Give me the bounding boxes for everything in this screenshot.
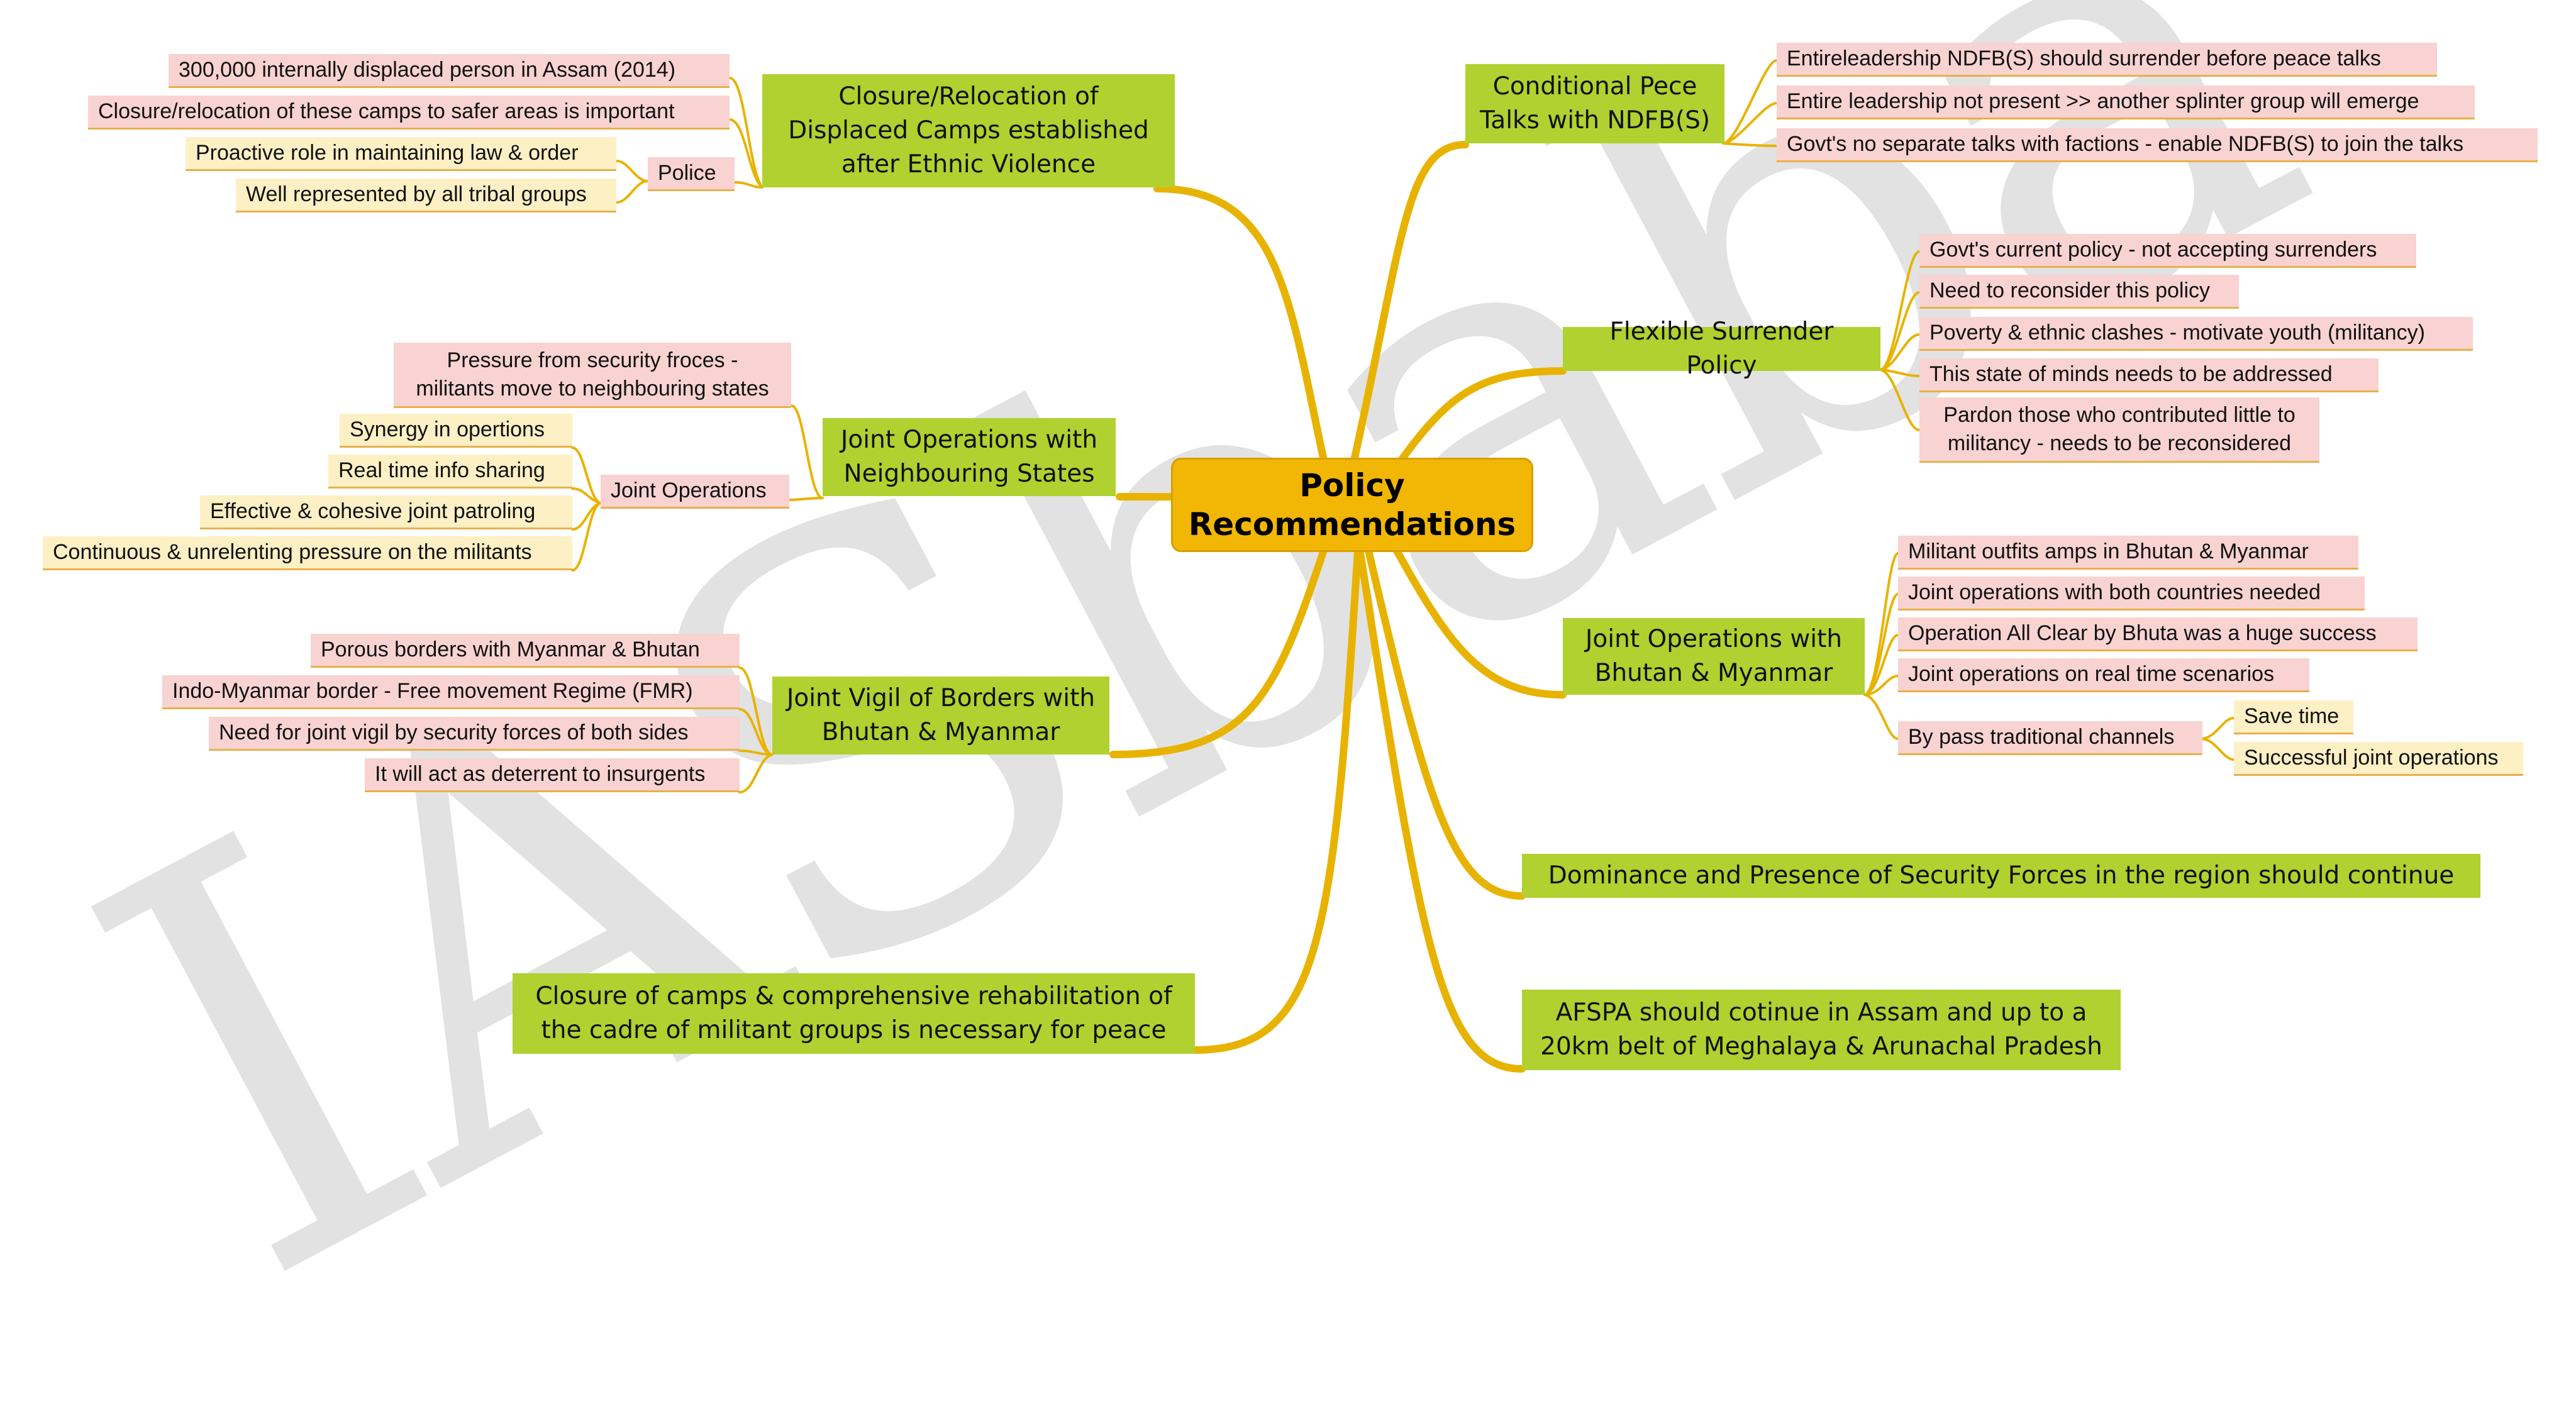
link-joint-2 xyxy=(571,487,602,504)
branch-joint-ops-bhutan xyxy=(1374,512,1567,699)
leaf-current-policy[interactable]: Govt's current policy - not accepting su… xyxy=(1919,234,2416,268)
leaf-both-countries[interactable]: Joint operations with both countries nee… xyxy=(1898,577,2365,611)
branch-dominance xyxy=(1361,531,1526,900)
link-police xyxy=(733,181,763,189)
link-vigil-2 xyxy=(738,708,774,756)
leaf-pardon[interactable]: Pardon those who contributed little to m… xyxy=(1919,397,2319,463)
link-bhutan-4 xyxy=(1863,675,1899,696)
link-peace-2 xyxy=(1722,102,1778,145)
leaf-militant-camps[interactable]: Militant outfits amps in Bhutan & Myanma… xyxy=(1898,536,2358,570)
leaf-joint-patroling[interactable]: Effective & cohesive joint patroling xyxy=(200,495,572,529)
link-bypass-2 xyxy=(2201,738,2235,761)
link-joint-1 xyxy=(571,446,602,504)
leaf-no-separate-talks[interactable]: Govt's no separate talks with factions -… xyxy=(1777,128,2538,162)
link-neigh-1 xyxy=(790,404,824,499)
leaf-joint-operations[interactable]: Joint Operations xyxy=(601,475,789,509)
link-surr-2 xyxy=(1879,291,1921,371)
link-closure-2 xyxy=(728,118,763,189)
link-peace-3 xyxy=(1722,142,1778,147)
link-vigil-3 xyxy=(738,749,774,756)
leaf-camp-relocation[interactable]: Closure/relocation of these camps to saf… xyxy=(88,96,730,130)
link-surr-3 xyxy=(1879,333,1921,371)
leaf-porous-borders[interactable]: Porous borders with Myanmar & Bhutan xyxy=(311,634,740,668)
link-closure-1 xyxy=(728,77,763,189)
leaf-police[interactable]: Police xyxy=(648,157,735,191)
topic-joint-ops-bhutan[interactable]: Joint Operations with Bhutan & Myanmar xyxy=(1563,618,1865,695)
link-peace-1 xyxy=(1722,59,1778,145)
leaf-reconsider-policy[interactable]: Need to reconsider this policy xyxy=(1919,275,2239,309)
leaf-save-time[interactable]: Save time xyxy=(2234,700,2353,734)
link-police-1 xyxy=(615,160,649,182)
link-bhutan-3 xyxy=(1863,634,1899,696)
link-bhutan-2 xyxy=(1863,593,1899,696)
topic-closure-relocation[interactable]: Closure/Relocation of Displaced Camps es… xyxy=(762,74,1175,187)
link-bhutan-1 xyxy=(1863,552,1899,696)
leaf-police-proactive[interactable]: Proactive role in maintaining law & orde… xyxy=(186,137,616,171)
leaf-militants-move[interactable]: Pressure from security froces - militant… xyxy=(394,343,791,408)
topic-flexible-surrender[interactable]: Flexible Surrender Policy xyxy=(1563,318,1880,380)
leaf-idp-assam[interactable]: 300,000 internally displaced person in A… xyxy=(169,54,730,88)
topic-conditional-peace[interactable]: Conditional Pece Talks with NDFB(S) xyxy=(1465,64,1724,143)
leaf-successful-ops[interactable]: Successful joint operations xyxy=(2234,742,2523,776)
leaf-joint-vigil-need[interactable]: Need for joint vigil by security forces … xyxy=(209,717,740,751)
leaf-bypass-channels[interactable]: By pass traditional channels xyxy=(1898,721,2202,755)
topic-dominance[interactable]: Dominance and Presence of Security Force… xyxy=(1522,854,2480,898)
topic-afspa[interactable]: AFSPA should cotinue in Assam and up to … xyxy=(1522,990,2121,1070)
leaf-operation-all-clear[interactable]: Operation All Clear by Bhuta was a huge … xyxy=(1898,617,2418,651)
branch-closure-relocation xyxy=(1153,185,1337,507)
link-bypass xyxy=(1863,694,1899,740)
link-joint-ops xyxy=(788,497,824,501)
leaf-state-of-minds[interactable]: This state of minds needs to be addresse… xyxy=(1919,358,2379,392)
branch-afspa xyxy=(1355,537,1526,1073)
leaf-realtime-info[interactable]: Real time info sharing xyxy=(328,455,572,489)
leaf-leadership-surrender[interactable]: Entireleadership NDFB(S) should surrende… xyxy=(1777,43,2437,77)
leaf-splinter-group[interactable]: Entire leadership not present >> another… xyxy=(1777,86,2475,119)
link-joint-4 xyxy=(571,502,602,572)
topic-joint-vigil[interactable]: Joint Vigil of Borders with Bhutan & Mya… xyxy=(772,677,1109,755)
link-surr-4 xyxy=(1879,368,1921,377)
leaf-synergy[interactable]: Synergy in opertions xyxy=(340,414,572,448)
leaf-poverty-clashes[interactable]: Poverty & ethnic clashes - motivate yout… xyxy=(1919,317,2473,351)
link-vigil-4 xyxy=(738,753,774,793)
branch-conditional-peace xyxy=(1342,141,1469,500)
leaf-unrelenting-pressure[interactable]: Continuous & unrelenting pressure on the… xyxy=(43,536,572,570)
leaf-realtime-scenarios[interactable]: Joint operations on real time scenarios xyxy=(1898,658,2309,692)
branch-joint-vigil xyxy=(1109,518,1337,758)
topic-joint-ops-neighbouring[interactable]: Joint Operations with Neighbouring State… xyxy=(823,418,1116,496)
link-bypass-1 xyxy=(2201,717,2235,740)
leaf-deterrent[interactable]: It will act as deterrent to insurgents xyxy=(365,758,740,792)
link-surr-5 xyxy=(1879,368,1921,431)
branch-closure-camps xyxy=(1191,537,1362,1054)
central-topic[interactable]: Policy Recommendations xyxy=(1171,458,1533,552)
link-police-2 xyxy=(615,180,649,204)
leaf-fmr[interactable]: Indo-Myanmar border - Free movement Regi… xyxy=(162,675,740,709)
leaf-police-tribal[interactable]: Well represented by all tribal groups xyxy=(236,179,616,213)
link-vigil-1 xyxy=(738,666,774,756)
topic-closure-camps[interactable]: Closure of camps & comprehensive rehabil… xyxy=(513,973,1195,1054)
